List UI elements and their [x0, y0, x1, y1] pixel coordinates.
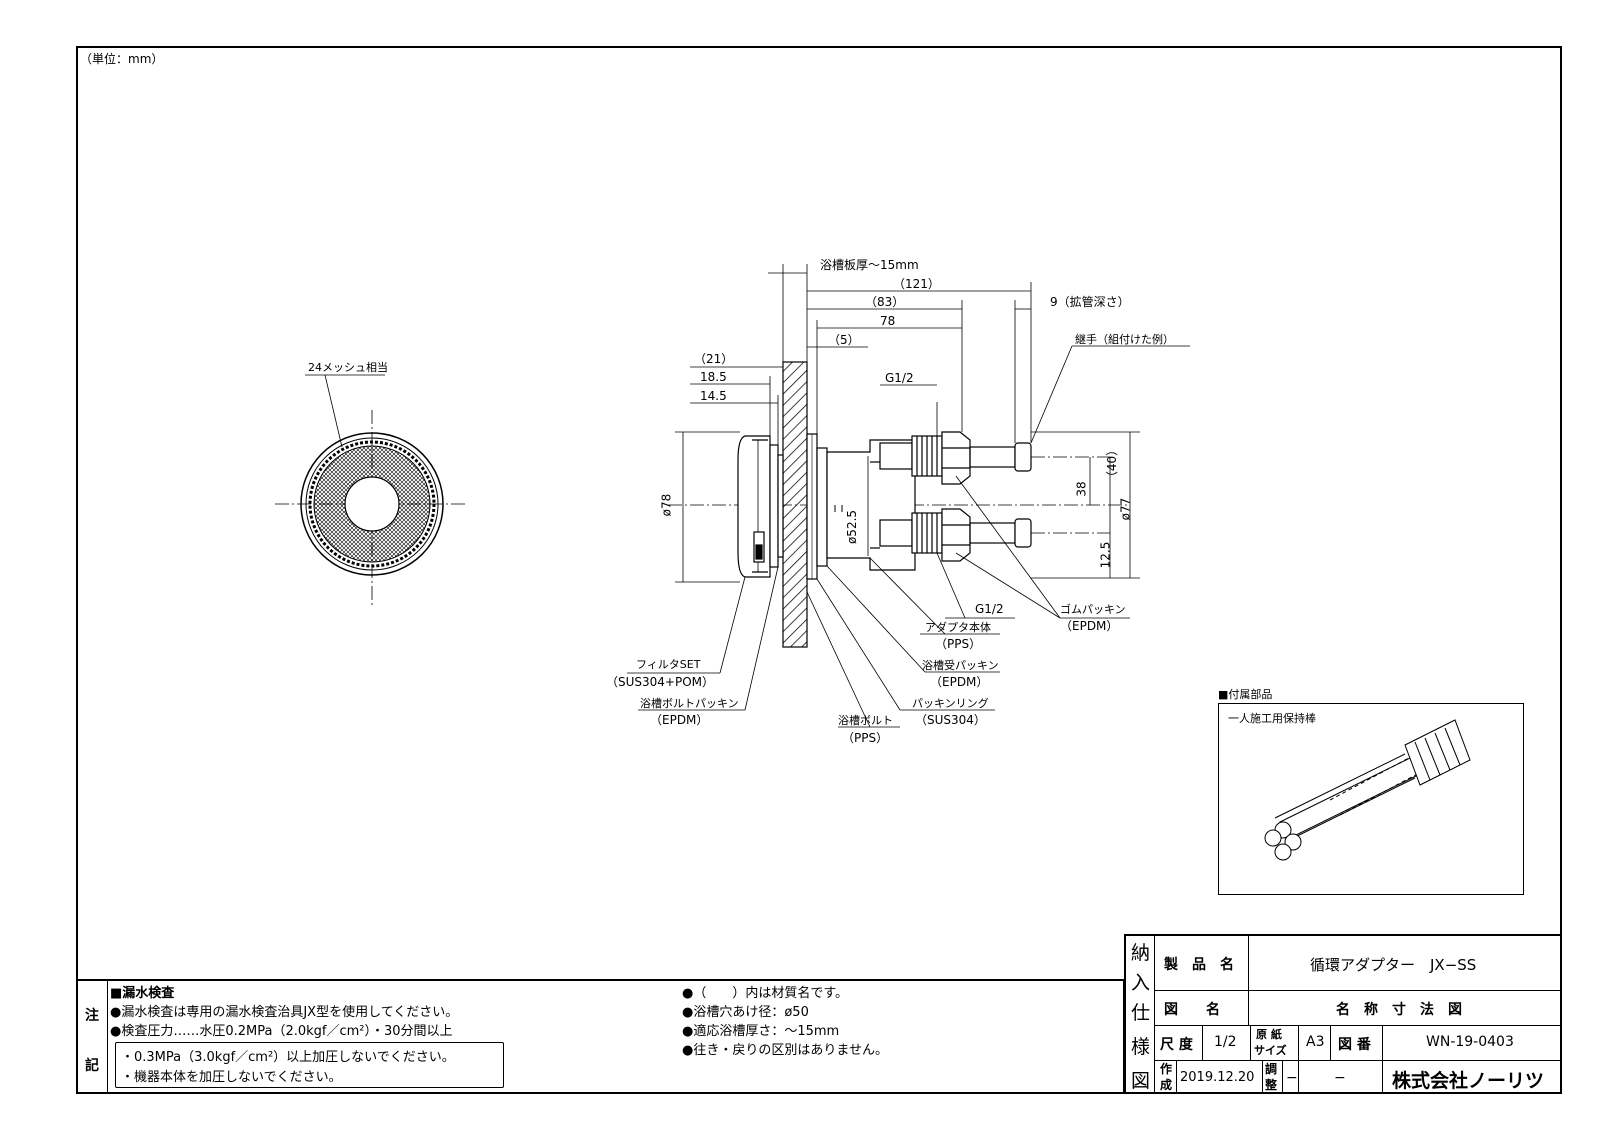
leak-note-1: ●漏水検査は専用の漏水検査治具JX型を使用してください。	[110, 1005, 459, 1020]
tb-created: 2019.12.20	[1180, 1070, 1255, 1085]
dim-phi78: ø78	[659, 493, 674, 517]
tb-paper-label-1: 原 紙	[1256, 1028, 1282, 1041]
label-tub-packing: 浴槽受パッキン	[922, 659, 999, 672]
label-tub-packing-mat: （EPDM）	[930, 675, 989, 689]
label-packing-ring: パッキンリング	[912, 697, 989, 710]
warning-2: ・機器本体を加圧しないでください。	[121, 1070, 342, 1085]
accessory-name: 一人施工用保持棒	[1228, 712, 1316, 725]
tb-paper-label-2: サイズ	[1254, 1044, 1287, 1057]
tb-product-name: 循環アダプター JX−SS	[1310, 956, 1477, 974]
label-filter-set: フィルタSET	[636, 658, 701, 671]
dim-9: 9（拡管深さ）	[1050, 295, 1130, 309]
dim-38: 38	[1074, 481, 1089, 497]
right-note-4: ●往き・戻りの区別はありません。	[682, 1043, 888, 1058]
tb-paper-size: A3	[1306, 1034, 1325, 1050]
dimension-lines	[627, 264, 1190, 728]
tb-company: 株式会社ノーリツ	[1392, 1070, 1545, 1092]
tb-drawing-no: WN-19-0403	[1426, 1034, 1514, 1050]
tb-product-name-label: 製 品 名	[1164, 957, 1234, 973]
dim-5: （5）	[828, 333, 860, 347]
tb-adjust-1: −	[1286, 1070, 1298, 1086]
front-view-filter	[275, 374, 465, 605]
dim-21: （21）	[694, 352, 734, 366]
label-adapter-body-mat: （PPS）	[935, 637, 982, 651]
label-adapter-body: アダプタ本体	[925, 621, 991, 634]
warning-1: ・0.3MPa（3.0kgf／cm²）以上加圧しないでください。	[121, 1050, 455, 1065]
label-bolt-packing-mat: （EPDM）	[650, 713, 709, 727]
dim-phi77: ø77	[1118, 497, 1133, 521]
tb-side-char-4: 様	[1131, 1036, 1151, 1058]
drawing-frame	[76, 46, 1562, 1094]
dim-12-5: 12.5	[1098, 541, 1113, 569]
tb-scale-label: 尺 度	[1160, 1037, 1193, 1053]
title-block	[1124, 934, 1562, 1094]
holding-rod-drawing	[1264, 719, 1471, 861]
tb-adjust-label-2: 整	[1265, 1078, 1278, 1092]
dim-83: （83）	[865, 295, 905, 309]
tb-created-label-2: 成	[1160, 1078, 1173, 1092]
tb-side-char-5: 図	[1131, 1070, 1151, 1092]
dim-18-5: 18.5	[700, 370, 727, 384]
dim-g1-2-top: G1/2	[885, 371, 914, 385]
dim-78: 78	[880, 314, 896, 328]
dim-g1-2-bottom: G1/2	[975, 602, 1004, 616]
tb-adjust-2: −	[1334, 1070, 1346, 1086]
label-filter-set-mat: （SUS304+POM）	[606, 675, 715, 689]
tb-side-char-3: 仕	[1131, 1002, 1151, 1024]
leak-title: ■漏水検査	[110, 986, 175, 1001]
label-rubber-packing: ゴムパッキン	[1060, 603, 1126, 616]
dim-121: （121）	[893, 277, 940, 291]
dim-14-5: 14.5	[700, 389, 727, 403]
tb-side-char-1: 納	[1131, 942, 1151, 964]
side-view-adapter	[668, 361, 1130, 648]
right-note-3: ●適応浴槽厚さ：～15mm	[682, 1024, 840, 1039]
tb-drawing-name: 名 称 寸 法 図	[1336, 1002, 1462, 1018]
tb-drawing-name-label: 図 名	[1164, 1002, 1220, 1018]
warning-box	[115, 1042, 504, 1088]
label-tub-bolt: 浴槽ボルト	[838, 714, 893, 727]
notes-side-char-2: 記	[85, 1058, 99, 1074]
unit-note: （単位：mm）	[80, 52, 164, 66]
tb-scale: 1/2	[1214, 1034, 1237, 1050]
dim-40: （40）	[1105, 443, 1120, 484]
tb-adjust-label-1: 調	[1265, 1062, 1278, 1076]
right-note-2: ●浴槽穴あけ径：ø50	[682, 1005, 809, 1020]
tb-side-char-2: 入	[1131, 972, 1151, 994]
accessory-box	[1218, 703, 1524, 895]
label-rubber-packing-mat: （EPDM）	[1060, 619, 1119, 633]
tb-created-label-1: 作	[1160, 1062, 1173, 1076]
tb-drawing-no-label: 図 番	[1338, 1037, 1371, 1053]
label-mesh: 24メッシュ相当	[308, 361, 388, 374]
accessory-title: ■付属部品	[1218, 688, 1273, 701]
dim-plate-thickness: 浴槽板厚～15mm	[820, 258, 919, 272]
notes-side: 注 記	[76, 979, 108, 1094]
right-note-1: ●（ ）内は材質名です。	[682, 986, 849, 1001]
dim-phi52-5: ø52.5	[845, 509, 860, 545]
label-bolt-packing: 浴槽ボルトパッキン	[640, 697, 739, 710]
notes-side-char-1: 注	[85, 1008, 99, 1024]
label-packing-ring-mat: （SUS304）	[915, 713, 986, 727]
leak-note-2: ●検査圧力……水圧0.2MPa（2.0kgf／cm²）・30分間以上	[110, 1024, 453, 1039]
label-tub-bolt-mat: （PPS）	[842, 731, 889, 745]
label-joint: 継手（組付けた例）	[1075, 333, 1174, 346]
notes-area	[76, 979, 1124, 1094]
